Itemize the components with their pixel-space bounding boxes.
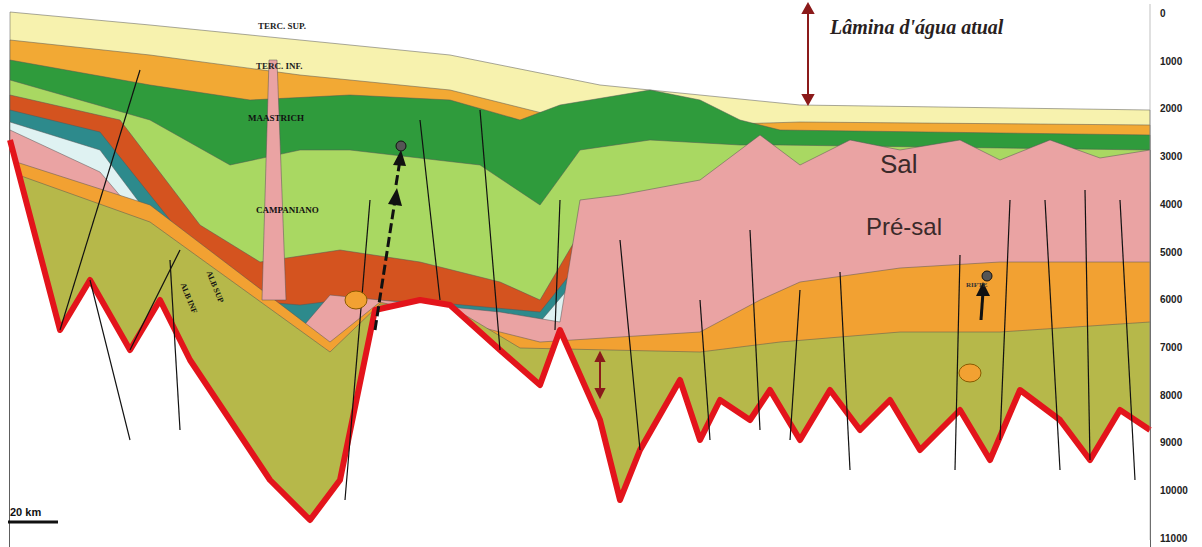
section-polygon xyxy=(388,188,402,206)
diapir xyxy=(262,60,286,300)
basement-line xyxy=(10,140,1150,520)
section-line xyxy=(807,10,809,98)
faults xyxy=(60,70,1135,500)
section-line xyxy=(1120,200,1135,480)
pre-salt-label: Pré-sal xyxy=(866,214,942,240)
section-line xyxy=(375,200,395,330)
layer-label: CAMPANIANO xyxy=(256,206,319,216)
section-polygon xyxy=(393,150,406,166)
layers xyxy=(10,12,1150,547)
section-line xyxy=(840,272,850,470)
depth-tick: 3000 xyxy=(1160,151,1182,162)
section-line xyxy=(620,240,640,450)
section-line xyxy=(1000,200,1010,440)
maastrich-layer xyxy=(10,60,1150,547)
section-line xyxy=(955,255,960,470)
section-line xyxy=(1085,190,1090,460)
depth-tick: 11000 xyxy=(1160,533,1187,544)
migration-arrows xyxy=(345,141,992,382)
depth-tick: 4000 xyxy=(1160,199,1182,210)
section-polygon xyxy=(803,4,813,13)
section-line xyxy=(750,230,760,430)
depth-tick: 9000 xyxy=(1160,437,1182,448)
section-line xyxy=(60,70,140,330)
thickness-arrows xyxy=(596,4,813,397)
scale-bar-label: 20 km xyxy=(10,506,41,518)
depth-tick: 10000 xyxy=(1160,485,1188,496)
section-polygon xyxy=(596,389,604,397)
scale xyxy=(8,4,1150,540)
section-line xyxy=(700,300,710,440)
depth-tick: 8000 xyxy=(1160,390,1182,401)
below-basement xyxy=(10,140,1150,547)
layer-label: MAASTRICH xyxy=(248,114,304,124)
terc-inf-layer xyxy=(10,40,1150,547)
section-line xyxy=(981,292,983,320)
layer-label: TERC. INF. xyxy=(256,62,302,72)
depth-tick: 7000 xyxy=(1160,342,1182,353)
section-line xyxy=(480,110,500,350)
depth-tick: 0 xyxy=(1160,8,1166,19)
section-line xyxy=(420,120,440,300)
depth-tick: 1000 xyxy=(1160,56,1182,67)
section-line xyxy=(8,521,58,524)
layer-label: RIFTE xyxy=(966,282,987,290)
section-circle xyxy=(396,141,406,151)
salt-label: Sal xyxy=(880,150,918,179)
alb-layer xyxy=(10,110,1150,547)
section-ellipse xyxy=(345,291,367,309)
section-line xyxy=(170,260,180,430)
salt-layer xyxy=(10,130,1150,547)
alb-white-layer xyxy=(10,122,1150,547)
section-line xyxy=(1150,4,1151,540)
section-line xyxy=(790,290,800,440)
section-line xyxy=(90,280,130,440)
section-line xyxy=(555,200,560,330)
campaniano-layer xyxy=(10,95,1150,547)
section-ellipse xyxy=(959,364,981,382)
section-line xyxy=(599,358,601,392)
water-depth-label: Lâmina d'água atual xyxy=(830,16,1003,38)
terc-sup-layer xyxy=(10,12,1150,547)
section-circle xyxy=(982,271,992,281)
depth-tick: 2000 xyxy=(1160,103,1182,114)
depth-tick: 6000 xyxy=(1160,294,1182,305)
upper-green-layer xyxy=(10,80,1150,547)
depth-tick: 5000 xyxy=(1160,247,1182,258)
layer-label: TERC. SUP. xyxy=(258,22,306,32)
section-line xyxy=(1045,200,1060,470)
section-polygon xyxy=(803,95,813,104)
section-polygon xyxy=(596,353,604,361)
section-line xyxy=(345,200,370,500)
